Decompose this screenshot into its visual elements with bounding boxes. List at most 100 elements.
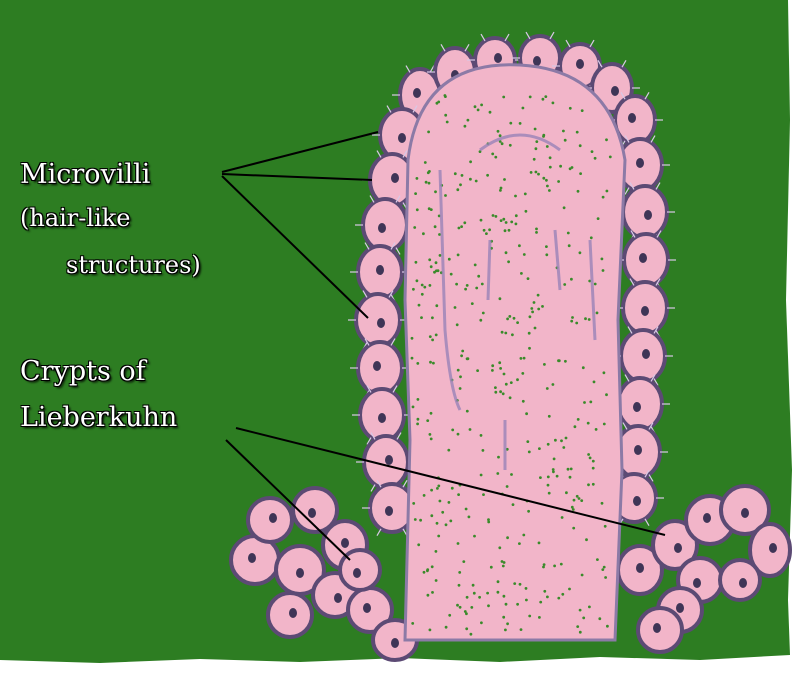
stipple-dot: [528, 615, 531, 618]
stipple-dot: [474, 105, 477, 108]
stipple-dot: [552, 102, 555, 105]
stipple-dot: [500, 219, 503, 222]
stipple-dot: [579, 631, 582, 634]
stipple-dot: [417, 418, 420, 421]
stipple-dot: [568, 244, 571, 247]
stipple-dot: [577, 190, 580, 193]
stipple-dot: [423, 571, 426, 574]
stipple-dot: [473, 592, 476, 595]
stipple-dot: [545, 179, 548, 182]
stipple-dot: [606, 190, 609, 193]
stipple-dot: [482, 312, 485, 315]
stipple-dot: [494, 386, 497, 389]
cell-nucleus: [633, 402, 641, 412]
stipple-dot: [491, 364, 494, 367]
stipple-dot: [601, 258, 604, 261]
stipple-dot: [444, 95, 447, 98]
stipple-dot: [543, 363, 546, 366]
stipple-dot: [552, 383, 555, 386]
stipple-dot: [480, 219, 483, 222]
cell-nucleus: [676, 603, 684, 613]
stipple-dot: [501, 142, 504, 145]
cell-nucleus: [248, 553, 256, 563]
stipple-dot: [583, 401, 586, 404]
stipple-dot: [431, 565, 434, 568]
stipple-dot: [535, 228, 538, 231]
stipple-dot: [565, 491, 568, 494]
stipple-dot: [510, 221, 513, 224]
stipple-dot: [482, 493, 485, 496]
stipple-dot: [478, 596, 481, 599]
stipple-dot: [502, 565, 505, 568]
stipple-dot: [534, 128, 537, 131]
stipple-dot: [564, 360, 567, 363]
cell-nucleus: [376, 265, 384, 275]
stipple-dot: [581, 574, 584, 577]
stipple-dot: [456, 323, 459, 326]
stipple-dot: [548, 415, 551, 418]
stipple-dot: [533, 158, 536, 161]
stipple-dot: [509, 122, 512, 125]
stipple-dot: [416, 362, 419, 365]
stipple-dot: [538, 616, 541, 619]
stipple-dot: [571, 166, 574, 169]
stipple-dot: [491, 369, 494, 372]
stipple-dot: [560, 439, 563, 442]
cell-nucleus: [398, 133, 406, 143]
stipple-dot: [470, 606, 473, 609]
stipple-dot: [579, 251, 582, 254]
cell-nucleus: [642, 349, 650, 359]
stipple-dot: [601, 502, 604, 505]
cell-nucleus: [385, 455, 393, 465]
stipple-dot: [435, 261, 438, 264]
stipple-dot: [500, 187, 503, 190]
stipple-dot: [587, 422, 590, 425]
stipple-dot: [502, 392, 505, 395]
stipple-dot: [459, 375, 462, 378]
stipple-dot: [483, 229, 486, 232]
stipple-dot: [444, 114, 447, 117]
stipple-dot: [449, 520, 452, 523]
stipple-dot: [569, 476, 572, 479]
stipple-dot: [499, 134, 502, 137]
stipple-dot: [475, 180, 478, 183]
stipple-dot: [436, 522, 439, 525]
cell-nucleus: [611, 86, 619, 96]
stipple-dot: [575, 322, 578, 325]
stipple-dot: [594, 157, 597, 160]
stipple-dot: [516, 603, 519, 606]
stipple-dot: [509, 144, 512, 147]
stipple-dot: [471, 302, 474, 305]
stipple-dot: [417, 398, 420, 401]
stipple-dot: [497, 591, 500, 594]
stipple-dot: [436, 102, 439, 105]
stipple-dot: [514, 195, 517, 198]
stipple-dot: [431, 316, 434, 319]
stipple-dot: [430, 412, 433, 415]
cell-nucleus: [703, 513, 711, 523]
stipple-dot: [519, 583, 522, 586]
stipple-dot: [535, 171, 538, 174]
stipple-dot: [546, 596, 549, 599]
stipple-dot: [457, 433, 460, 436]
cell-nucleus: [533, 56, 541, 66]
stipple-dot: [572, 508, 575, 511]
stipple-dot: [414, 518, 417, 521]
stipple-dot: [516, 321, 519, 324]
stipple-dot: [456, 188, 459, 191]
stipple-dot: [520, 357, 523, 360]
stipple-dot: [529, 96, 532, 99]
stipple-dot: [469, 178, 472, 181]
stipple-dot: [435, 579, 438, 582]
stipple-dot: [430, 438, 433, 441]
stipple-dot: [565, 437, 568, 440]
stipple-dot: [574, 425, 577, 428]
stipple-dot: [563, 283, 566, 286]
stipple-dot: [431, 339, 434, 342]
stipple-dot: [527, 510, 530, 513]
stipple-dot: [603, 371, 606, 374]
stipple-dot: [482, 449, 485, 452]
cell-nucleus: [633, 496, 641, 506]
stipple-dot: [546, 185, 549, 188]
cell-nucleus: [378, 413, 386, 423]
